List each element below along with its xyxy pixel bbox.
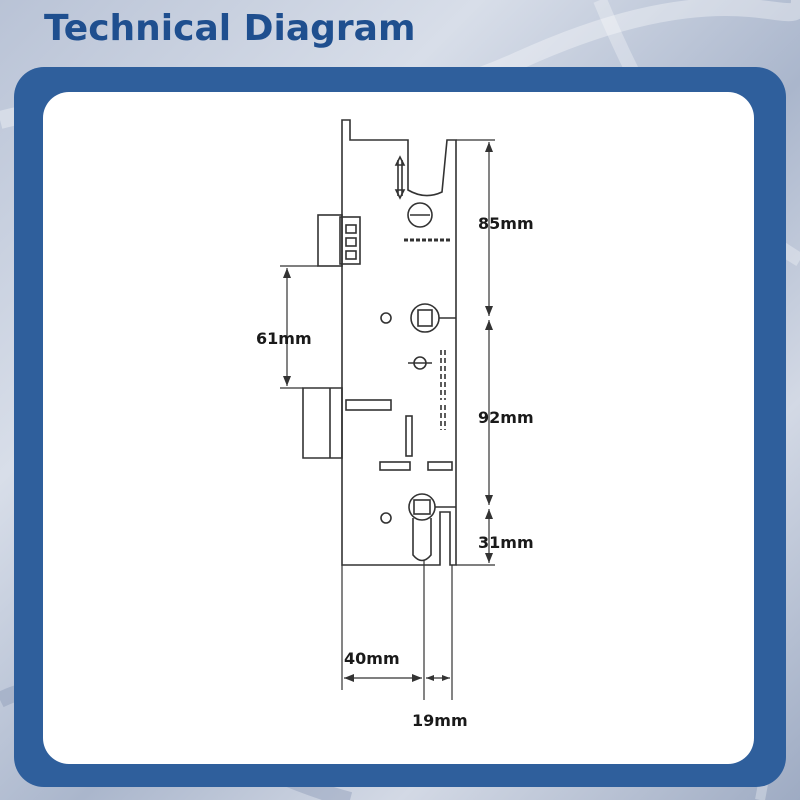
hook-bolt [317, 214, 361, 267]
dim-label-40mm: 40mm [344, 649, 400, 668]
dim-label-19mm: 19mm [412, 711, 468, 730]
diagram-panel [43, 92, 754, 764]
page-title: Technical Diagram [44, 8, 416, 49]
lock-body-outline [341, 119, 457, 566]
dim-label-92mm: 92mm [478, 408, 534, 427]
middle-mechanism [345, 350, 453, 471]
latch-bolt [302, 387, 343, 459]
extension-lines [280, 139, 495, 700]
upper-mechanism [394, 155, 450, 242]
spindle-follower [380, 303, 456, 333]
dim-label-85mm: 85mm [478, 214, 534, 233]
dim-label-61mm: 61mm [256, 329, 312, 348]
dim-label-31mm: 31mm [478, 533, 534, 552]
cylinder-cutout [380, 493, 456, 562]
dimension-arrows [283, 142, 493, 682]
